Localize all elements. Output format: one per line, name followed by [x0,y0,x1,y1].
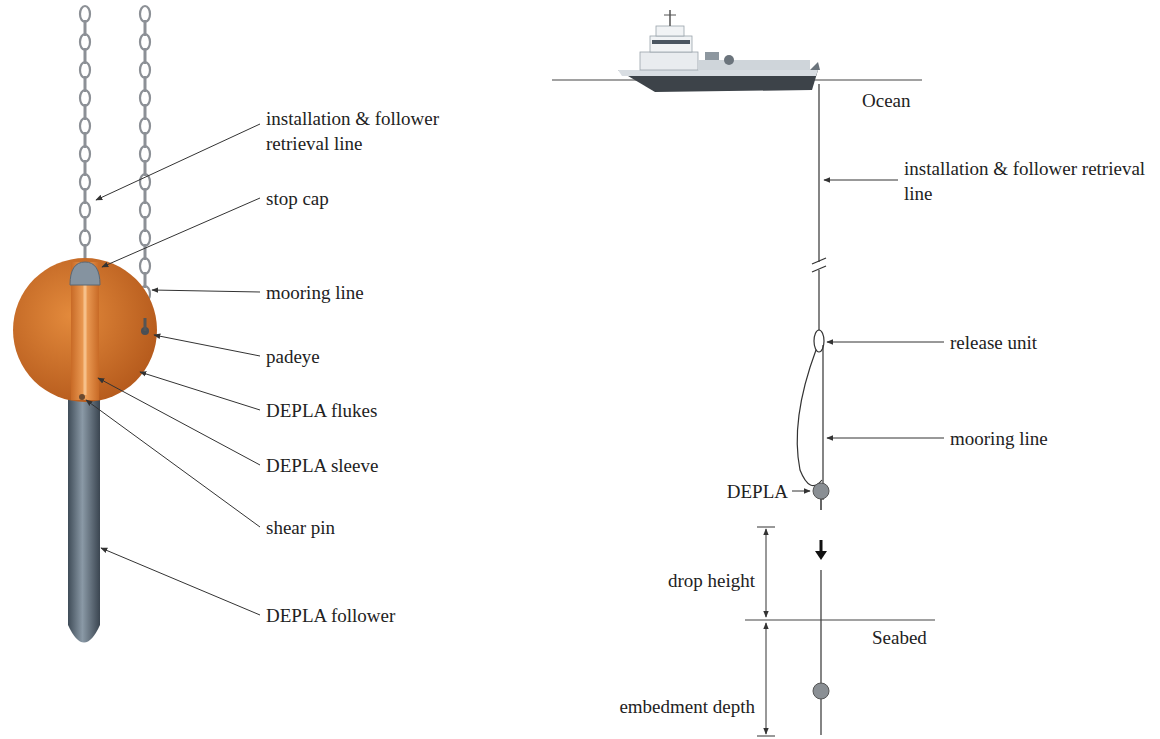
callout-label: DEPLA follower [266,603,466,628]
chain-link [140,118,150,134]
callout-label: stop cap [266,186,466,211]
callout-label: shear pin [266,515,466,540]
seabed-line [745,619,935,620]
dimension-label: drop height [630,568,755,593]
depla-symbol [813,483,829,499]
chain-link [140,90,150,106]
chain-link [140,230,150,246]
leader-lines-right [792,180,944,491]
mooring-line [822,345,823,500]
chain-link [80,6,90,22]
chain-link [140,258,150,274]
chain-link [140,202,150,218]
leader-lines [86,124,260,615]
chain-link [80,174,90,190]
follower-stub [820,499,822,510]
dimension-lines [757,527,775,736]
follower-loop [797,350,822,486]
chain-link [140,146,150,162]
callout-label: DEPLA [718,479,788,504]
chain-link [80,34,90,50]
chain-link [80,230,90,246]
callout-label: DEPLA flukes [266,398,466,423]
ship [618,10,820,92]
sleeve [71,262,99,400]
stop-cap [70,262,100,285]
chain-link [80,146,90,162]
installation-line [812,84,826,330]
drop-arrow-head [815,551,827,560]
chain-link [80,202,90,218]
embedded-line [820,570,821,735]
chain-link [80,118,90,134]
chain-link [140,6,150,22]
depla-embedded [813,683,829,699]
chain-link [80,90,90,106]
callout-label: DEPLA sleeve [266,453,466,478]
chain-link [140,34,150,50]
callout-label: mooring line [950,426,1150,451]
padeye-link [144,318,147,331]
fluke-disc [13,258,157,402]
callout-label: installation & follower retrieval line [904,156,1149,206]
callout-label: release unit [950,330,1150,355]
seabed-label: Seabed [872,625,1022,650]
dimension-label: embedment depth [560,694,755,719]
callout-label: installation & follower retrieval line [266,106,481,156]
chain-link [84,244,87,260]
shear-pin [79,394,85,400]
chain-link [140,174,150,190]
chain-link [80,62,90,78]
callout-label: mooring line [266,280,466,305]
drop-arrow [820,540,823,552]
sleeve-highlight [84,275,87,395]
callout-label: padeye [266,344,466,369]
chain-link [140,62,150,78]
ocean-label: Ocean [862,88,1012,113]
